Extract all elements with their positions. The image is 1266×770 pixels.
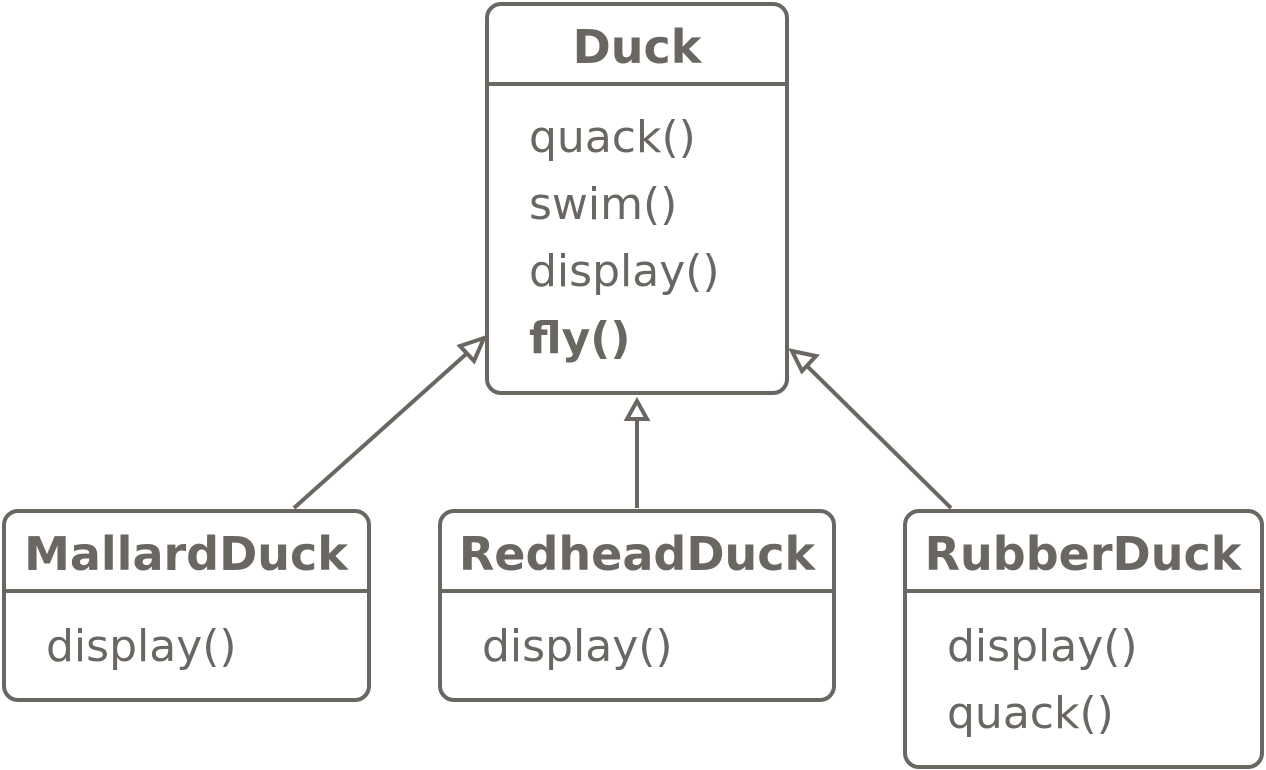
- edge-rubber-to-duck: [788, 348, 953, 510]
- class-duck[interactable]: Duck quack() swim() display() fly(): [485, 2, 789, 395]
- method-quack: quack(): [947, 688, 1114, 739]
- method-quack: quack(): [529, 112, 696, 163]
- inheritance-arrowhead-icon: [623, 396, 651, 421]
- inheritance-edges: [292, 334, 953, 510]
- class-mallard-duck[interactable]: MallardDuck display(): [2, 509, 371, 702]
- class-name: RedheadDuck: [459, 527, 817, 581]
- class-name: RubberDuck: [925, 527, 1243, 581]
- class-name: MallardDuck: [24, 527, 349, 581]
- class-redhead-duck[interactable]: RedheadDuck display(): [438, 509, 836, 702]
- class-name: Duck: [573, 20, 703, 74]
- edge-mallard-to-duck: [292, 334, 488, 510]
- edge-redhead-to-duck: [623, 396, 651, 508]
- method-swim: swim(): [529, 179, 677, 230]
- class-rubber-duck[interactable]: RubberDuck display() quack(): [903, 509, 1264, 769]
- method-fly: fly(): [529, 313, 631, 364]
- inheritance-arrowhead-icon: [456, 334, 488, 365]
- method-display: display(): [482, 621, 673, 672]
- method-display: display(): [947, 621, 1138, 672]
- method-display: display(): [46, 621, 237, 672]
- method-display: display(): [529, 246, 720, 297]
- inheritance-arrowhead-icon: [788, 348, 820, 375]
